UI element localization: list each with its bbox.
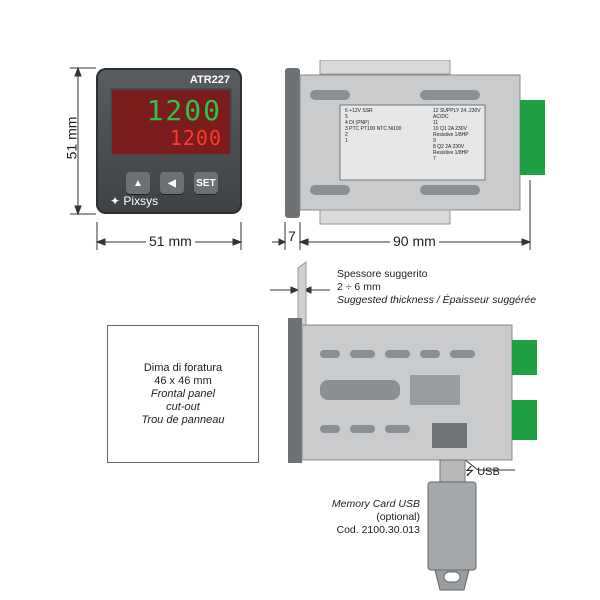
display: 1200 1200: [110, 88, 232, 156]
memory-card-label: Memory Card USB (optional) Cod. 2100.30.…: [331, 498, 420, 536]
compass-icon: ✦: [110, 194, 121, 208]
left-key[interactable]: ◀: [160, 172, 184, 194]
terminal: 1: [345, 138, 348, 144]
up-key[interactable]: ▲: [126, 172, 150, 194]
arrow-up-icon: ▲: [133, 177, 143, 189]
usb-port: [432, 423, 467, 448]
setpoint-value: 1200: [169, 126, 222, 150]
terminal: 7: [433, 156, 436, 162]
device-front-view: ATR227 1200 1200 ▲ ◀ SET ✦ Pixsys: [96, 68, 242, 214]
terminal-connector: [512, 400, 537, 440]
model-label: ATR227: [189, 74, 230, 86]
terminal-connector: [520, 100, 545, 175]
terminal-list-right: 12 SUPPLY 24..230V AC/DC 11 10 Q1 2A 230…: [433, 108, 483, 162]
terminal: 11: [433, 120, 439, 126]
brand-logo: ✦ Pixsys: [110, 194, 159, 208]
usb-memory-card: [427, 459, 477, 591]
set-key[interactable]: SET: [194, 172, 218, 194]
terminal: 8 Q2 2A 230V Resistive 1/8HP: [433, 144, 469, 156]
terminal: 4 DI (PNP): [345, 120, 370, 126]
depth-label: 90 mm: [390, 233, 439, 249]
terminal: 9: [433, 138, 436, 144]
width-label: 51 mm: [146, 233, 195, 249]
terminal: 3 PTC PT100 NTC Ni100: [345, 126, 402, 132]
usb-icon: ⭍: [465, 466, 475, 478]
arrow-left-icon: ◀: [168, 177, 176, 189]
device-top-view: [285, 60, 545, 225]
terminal-connector: [512, 340, 537, 375]
panel-cutout: Dima di foratura 46 x 46 mm Frontal pane…: [107, 325, 259, 463]
process-value: 1200: [146, 94, 222, 127]
terminal: 6 +12V SSR: [345, 108, 373, 114]
terminal: 12 SUPPLY 24..230V AC/DC: [433, 108, 481, 120]
terminal: 5: [345, 114, 348, 120]
height-label: 51 mm: [63, 116, 80, 160]
terminal: 2: [345, 132, 348, 138]
terminal-list-left: 6 +12V SSR 5 4 DI (PNP) 3 PTC PT100 NTC …: [345, 108, 405, 144]
usb-label: ⭍ USB: [465, 466, 500, 478]
device-side-view: [288, 261, 537, 591]
thickness-note: Spessore suggerito 2 ÷ 6 mm Suggested th…: [337, 268, 537, 306]
terminal: 10 Q1 2A 230V Resistive 1/8HP: [433, 126, 469, 138]
bezel-label: 7: [288, 228, 296, 244]
